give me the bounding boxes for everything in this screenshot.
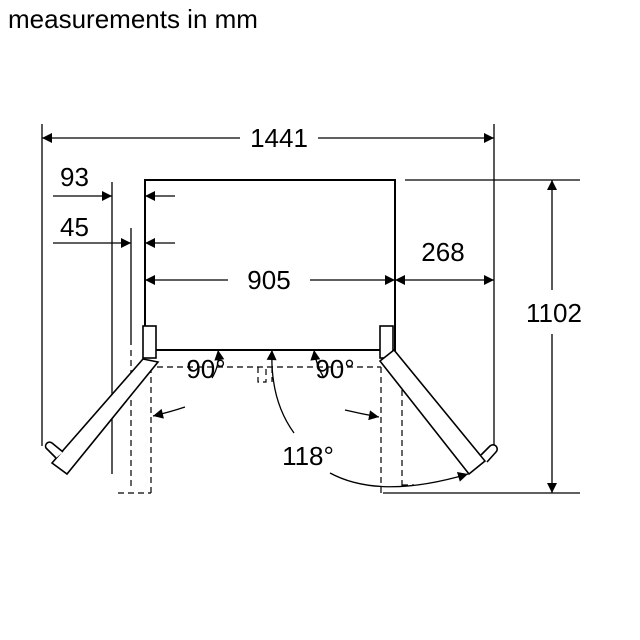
- label-93: 93: [60, 162, 89, 192]
- dimension-905: 905: [145, 265, 395, 295]
- label-45: 45: [60, 212, 89, 242]
- label-118: 118°: [282, 441, 334, 471]
- dimension-268: 268: [395, 237, 494, 285]
- angle-indicators: 90° 90° 118°: [152, 349, 469, 488]
- right-door-open: [378, 348, 499, 476]
- dimension-45: 45: [53, 212, 175, 248]
- dimension-total-width: 1441: [42, 123, 494, 153]
- label-right-90: 90°: [315, 354, 354, 384]
- label-1441: 1441: [250, 123, 308, 153]
- label-905: 905: [247, 265, 290, 295]
- label-268: 268: [421, 237, 464, 267]
- left-door-open: [44, 358, 160, 476]
- extension-lines: [41, 124, 580, 494]
- dashed-door-outlines: [118, 350, 414, 494]
- dimension-1102: 1102: [526, 180, 582, 493]
- dimension-93: 93: [53, 162, 175, 201]
- diagram-title: measurements in mm: [8, 4, 258, 34]
- label-1102: 1102: [526, 298, 582, 328]
- left-hinge: [142, 325, 157, 359]
- label-left-90: 90°: [186, 354, 225, 384]
